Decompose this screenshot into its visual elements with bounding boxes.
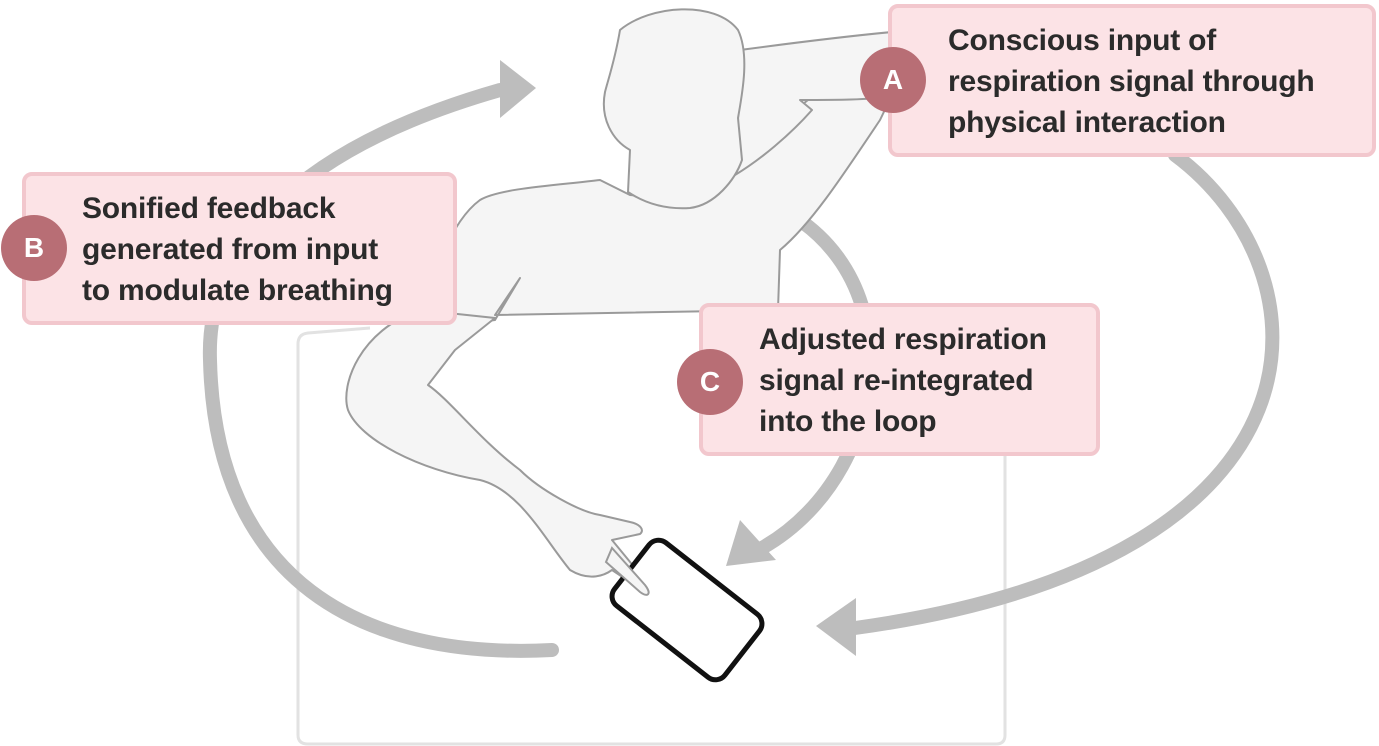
callout-c-text: Adjusted respiration signal re-integrate… xyxy=(759,323,1047,438)
badge-b: B xyxy=(1,215,67,281)
loop-arrow-device-to-b xyxy=(202,83,559,658)
arrowhead-a-to-device-icon xyxy=(816,598,856,656)
person-fingertip xyxy=(604,546,650,596)
person-pointing-arm xyxy=(345,309,652,594)
arrowhead-c-to-device-icon xyxy=(726,520,776,566)
badge-a: A xyxy=(860,47,926,113)
badge-c: C xyxy=(677,349,743,415)
callout-c: Adjusted respiration signal re-integrate… xyxy=(699,303,1100,456)
person-head xyxy=(602,8,746,210)
smartphone-icon[interactable] xyxy=(607,535,767,684)
arrowhead-device-to-b-icon xyxy=(500,60,536,118)
person-figure xyxy=(345,8,893,594)
person-raised-arm xyxy=(734,31,893,176)
callout-a-text: Conscious input of respiration signal th… xyxy=(948,24,1315,139)
background-frame xyxy=(296,326,1007,746)
loop-arrow-a-to-device xyxy=(848,148,1280,635)
callout-b-text: Sonified feedback generated from input t… xyxy=(82,192,393,307)
callout-a: Conscious input of respiration signal th… xyxy=(888,4,1376,157)
callout-b: Sonified feedback generated from input t… xyxy=(22,172,457,325)
